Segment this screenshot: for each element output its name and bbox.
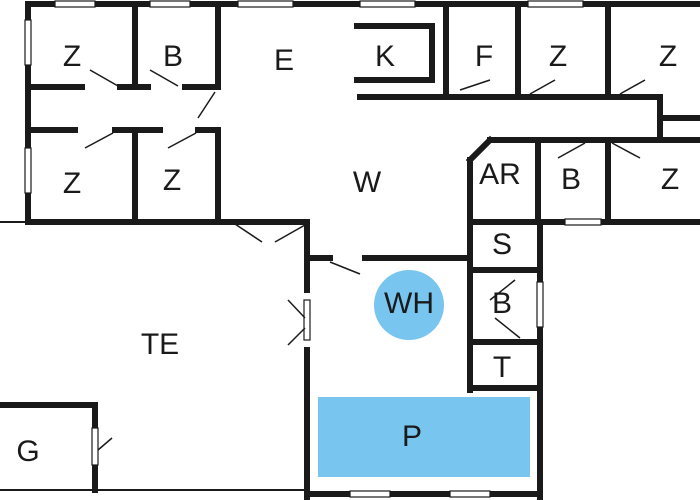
room-label-sauna: F <box>475 40 493 73</box>
room-label-bath-2: B <box>561 163 581 196</box>
room-label-toilet: T <box>493 351 511 384</box>
room-label-garage: G <box>16 435 39 468</box>
room-label-bath-1: B <box>163 40 183 73</box>
room-label-bed-3: Z <box>659 40 677 73</box>
room-label-bed-4: Z <box>63 167 81 200</box>
room-labels: Z B E K F Z Z Z Z W AR B Z S B T TE G WH… <box>16 40 679 468</box>
room-label-bed-1: Z <box>63 40 81 73</box>
whirlpool-label: WH <box>384 287 434 320</box>
room-label-bed-2: Z <box>549 40 567 73</box>
room-label-kitchen: K <box>375 40 395 73</box>
room-label-living: W <box>353 166 382 199</box>
room-label-terrace: TE <box>141 328 179 361</box>
whirlpool <box>374 270 444 340</box>
room-label-utility: AR <box>479 158 521 191</box>
doors <box>84 69 646 451</box>
room-label-dining: E <box>274 44 294 77</box>
room-label-bath-3: B <box>492 287 512 320</box>
pool <box>318 397 530 477</box>
room-label-shower: S <box>492 228 512 261</box>
pool-label: P <box>402 420 422 453</box>
terrace-outline <box>0 221 307 491</box>
room-label-bed-6: Z <box>661 163 679 196</box>
room-label-bed-5: Z <box>163 164 181 197</box>
windows <box>24 0 602 498</box>
